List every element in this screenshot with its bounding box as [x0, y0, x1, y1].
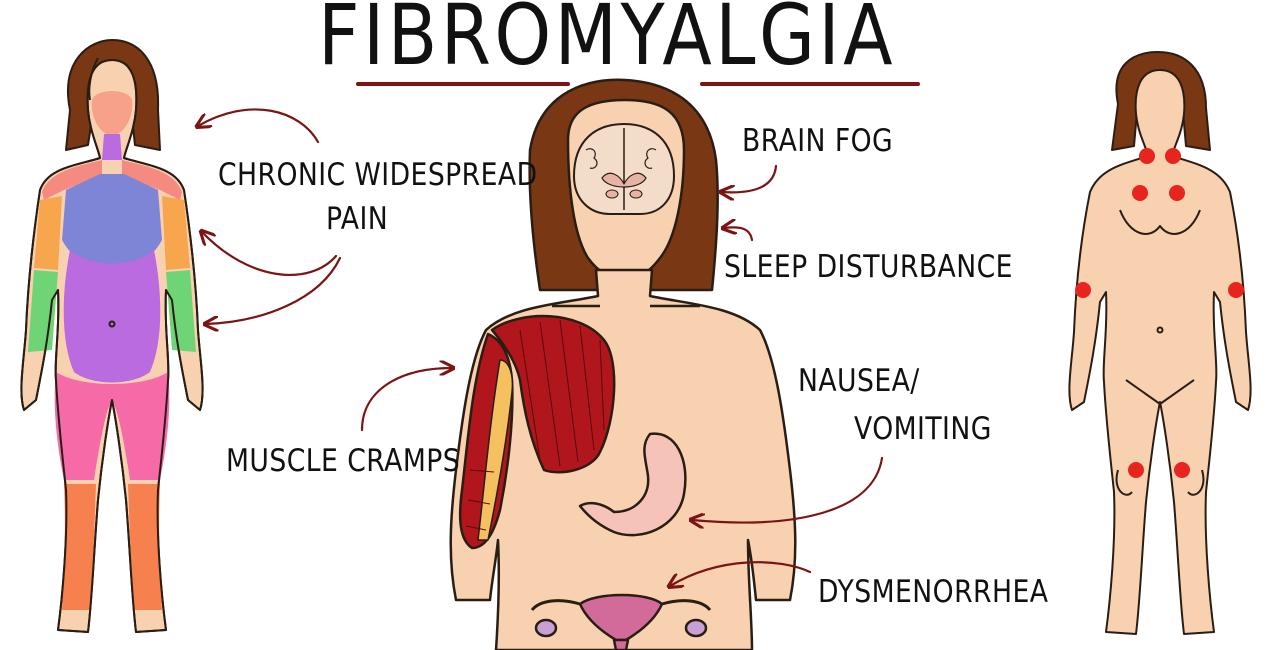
arrow-dysmenorrhea	[670, 561, 812, 586]
left-shoulder-region-r	[122, 160, 182, 200]
right-figure-body	[1068, 69, 1252, 635]
tender-point	[1174, 462, 1190, 478]
left-shoulder-region-l	[42, 160, 102, 200]
left-hip-region	[54, 372, 170, 480]
label-chronic-pain-line1: CHRONIC WIDESPREAD	[218, 157, 538, 193]
tender-point	[1128, 462, 1144, 478]
tender-point	[1228, 282, 1244, 298]
left-forearm-region-l	[28, 270, 58, 352]
title-underline-right	[700, 82, 920, 86]
label-sleep-disturbance: SLEEP DISTURBANCE	[724, 249, 1013, 285]
label-brain-fog: BRAIN FOG	[742, 123, 894, 159]
arrow-to-forearm	[206, 256, 342, 324]
left-neck-region	[102, 134, 122, 160]
arrow-muscle-cramps	[360, 368, 452, 432]
left-upper-arm-region-r	[162, 196, 190, 270]
center-figure	[449, 78, 797, 650]
uterus-icon	[530, 593, 712, 650]
right-figure-hair	[1111, 51, 1211, 151]
arrow-brain-fog	[722, 164, 778, 192]
tender-point	[1169, 185, 1185, 201]
tender-point	[1132, 185, 1148, 201]
arrow-to-arm	[202, 232, 338, 276]
label-muscle-cramps: MUSCLE CRAMPS	[226, 443, 461, 479]
tender-point	[1075, 282, 1091, 298]
page-title: FIBROMYALGIA	[318, 0, 896, 84]
arrow-nausea	[692, 456, 884, 522]
shoulder-muscle-icon	[458, 314, 616, 550]
left-upper-arm-region-l	[34, 196, 62, 270]
title-underline-left	[356, 82, 570, 86]
arrows	[198, 108, 884, 586]
stomach-icon	[578, 432, 687, 537]
left-lower-leg-region-l	[62, 484, 96, 610]
left-chest-region	[62, 174, 162, 270]
left-lower-leg-region-r	[128, 484, 162, 610]
tender-point	[1165, 148, 1181, 164]
tender-point	[1139, 148, 1155, 164]
left-figure-pain-map	[20, 39, 204, 633]
right-figure-tender-points	[1068, 51, 1252, 635]
left-head-region	[91, 91, 133, 136]
arrow-to-head	[198, 108, 320, 144]
left-abdomen-region	[63, 250, 161, 383]
label-chronic-pain-line2: PAIN	[326, 201, 389, 237]
label-nausea-line1: NAUSEA/	[798, 363, 920, 399]
left-forearm-region-r	[166, 270, 196, 352]
tender-points	[1075, 148, 1244, 478]
brain-cross-section-icon	[573, 123, 675, 215]
label-dysmenorrhea: DYSMENORRHEA	[818, 574, 1049, 610]
label-nausea-line2: VOMITING	[854, 411, 992, 447]
arrow-sleep	[724, 227, 754, 242]
